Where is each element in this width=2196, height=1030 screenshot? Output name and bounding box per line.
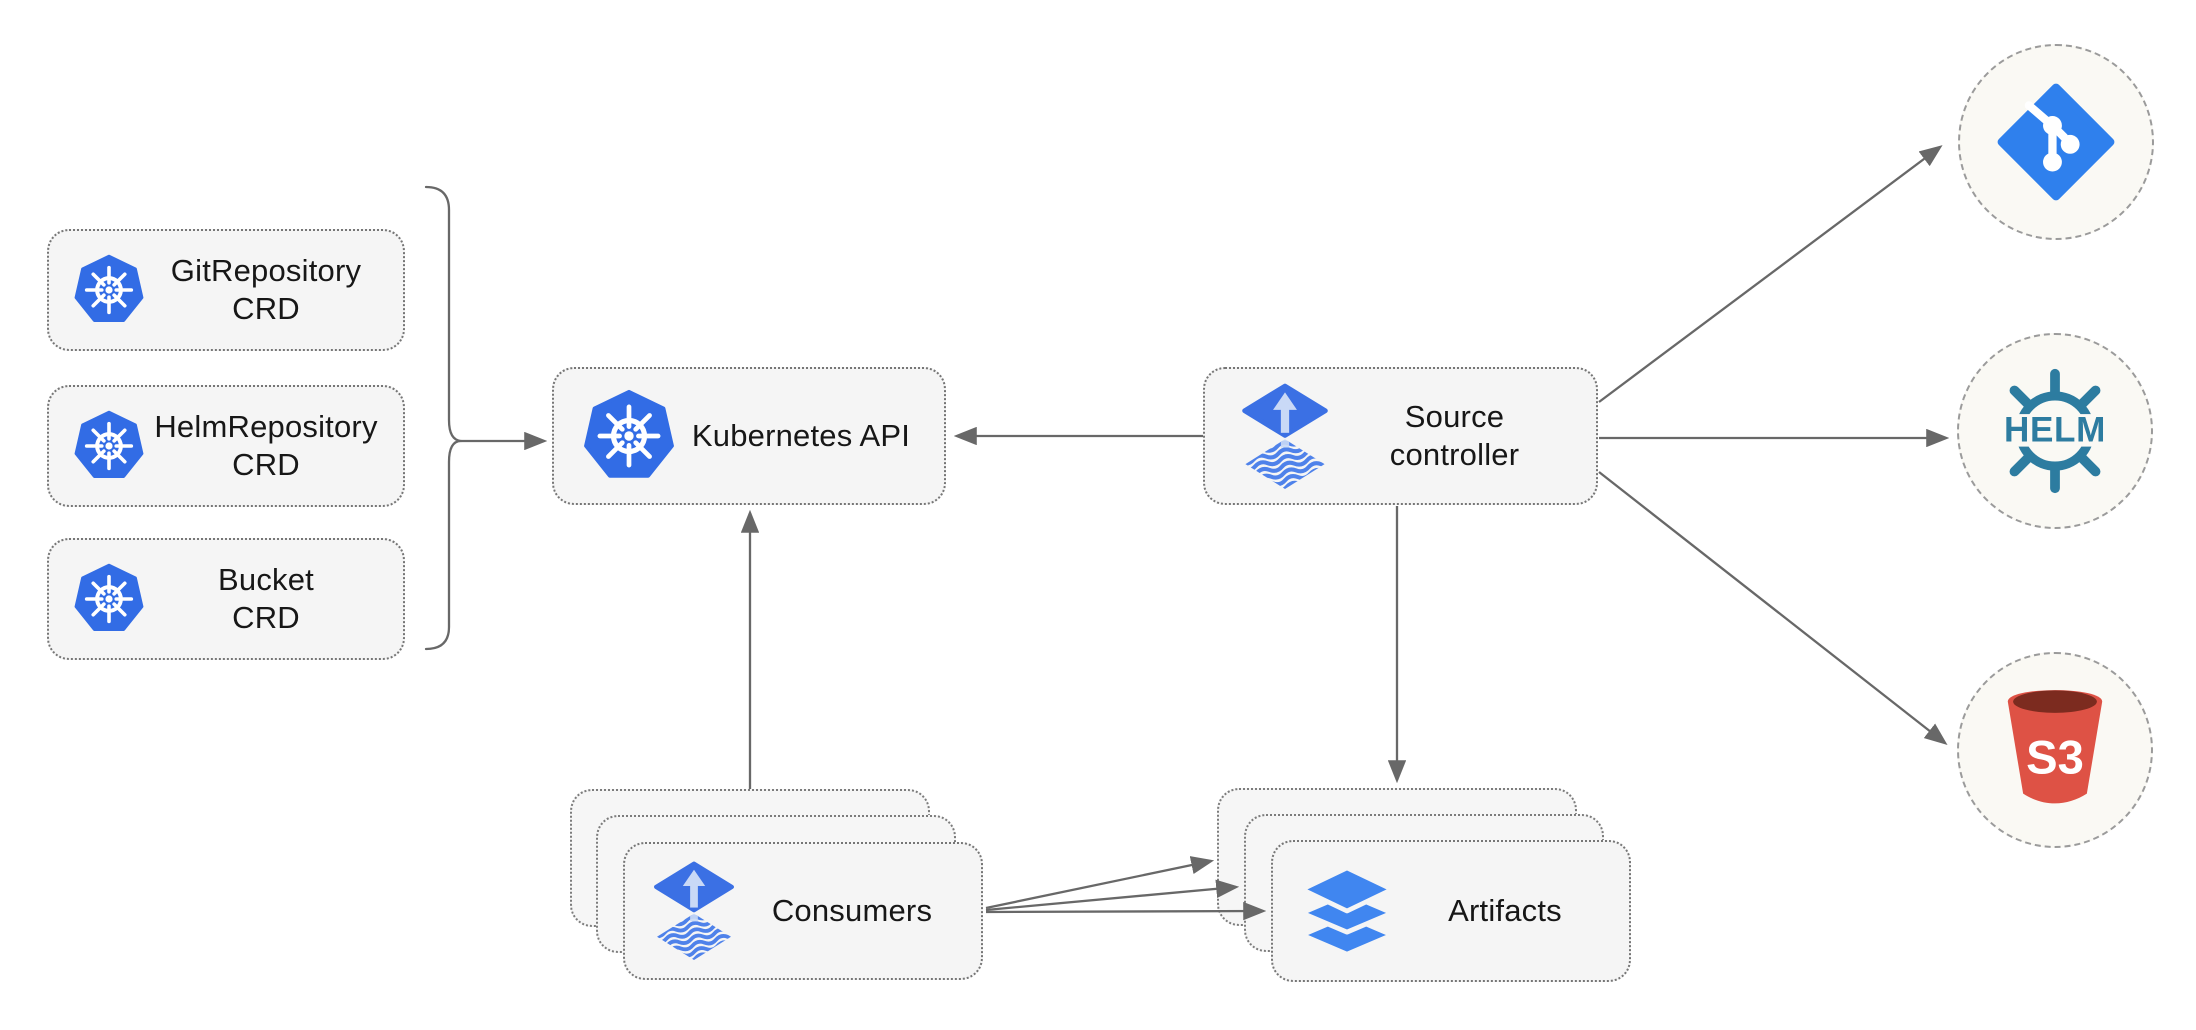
crd-label: HelmRepository: [154, 409, 378, 445]
edge-consumers-to-artifacts-2: [985, 879, 1240, 912]
source-controller-label-line2: controller: [1389, 437, 1520, 472]
crd-label: Bucket: [218, 562, 314, 598]
kubernetes-icon: [73, 410, 145, 482]
edge-source-controller-to-s3: [1598, 471, 1948, 745]
artifacts-label: Artifacts: [1448, 893, 1562, 929]
crd-group-bracket: [424, 185, 463, 651]
node-bucket-crd: Bucket CRD: [47, 538, 405, 660]
target-s3: S3: [1957, 652, 2153, 848]
helm-icon: HELM: [1999, 368, 2111, 494]
kubernetes-api-label: Kubernetes API: [691, 418, 911, 454]
node-artifacts: Artifacts: [1271, 840, 1631, 982]
crd-sublabel: CRD: [232, 447, 300, 482]
layers-icon: [1299, 863, 1395, 959]
node-label: HelmRepository CRD: [145, 408, 387, 484]
crd-sublabel: CRD: [232, 600, 300, 635]
node-source-controller: Source controller: [1203, 367, 1598, 505]
flux-icon: [1239, 383, 1331, 490]
node-label: Source controller: [1331, 398, 1578, 474]
kubernetes-icon: [73, 254, 145, 326]
git-icon: [1997, 83, 2115, 201]
edge-consumers-to-artifacts-1: [985, 856, 1215, 910]
crd-sublabel: CRD: [232, 291, 300, 326]
crd-label: GitRepository: [170, 253, 362, 289]
target-helm: HELM: [1957, 333, 2153, 529]
s3-wordmark: S3: [2026, 732, 2084, 785]
node-kubernetes-api: Kubernetes API: [552, 367, 946, 505]
node-gitrepository-crd: GitRepository CRD: [47, 229, 405, 351]
flux-icon: [651, 861, 737, 961]
kubernetes-icon: [73, 563, 145, 635]
node-label: GitRepository CRD: [145, 252, 387, 328]
helm-wordmark: HELM: [2004, 410, 2106, 449]
edge-source-controller-to-git: [1598, 145, 1943, 403]
consumers-label: Consumers: [771, 893, 933, 929]
node-helmrepository-crd: HelmRepository CRD: [47, 385, 405, 507]
node-label: Bucket CRD: [145, 561, 387, 637]
kubernetes-icon: [582, 389, 676, 483]
s3-bucket-icon: S3: [2007, 690, 2103, 804]
source-controller-label-line1: Source: [1404, 399, 1505, 435]
node-consumers: Consumers: [623, 842, 983, 980]
target-git: [1958, 44, 2154, 240]
